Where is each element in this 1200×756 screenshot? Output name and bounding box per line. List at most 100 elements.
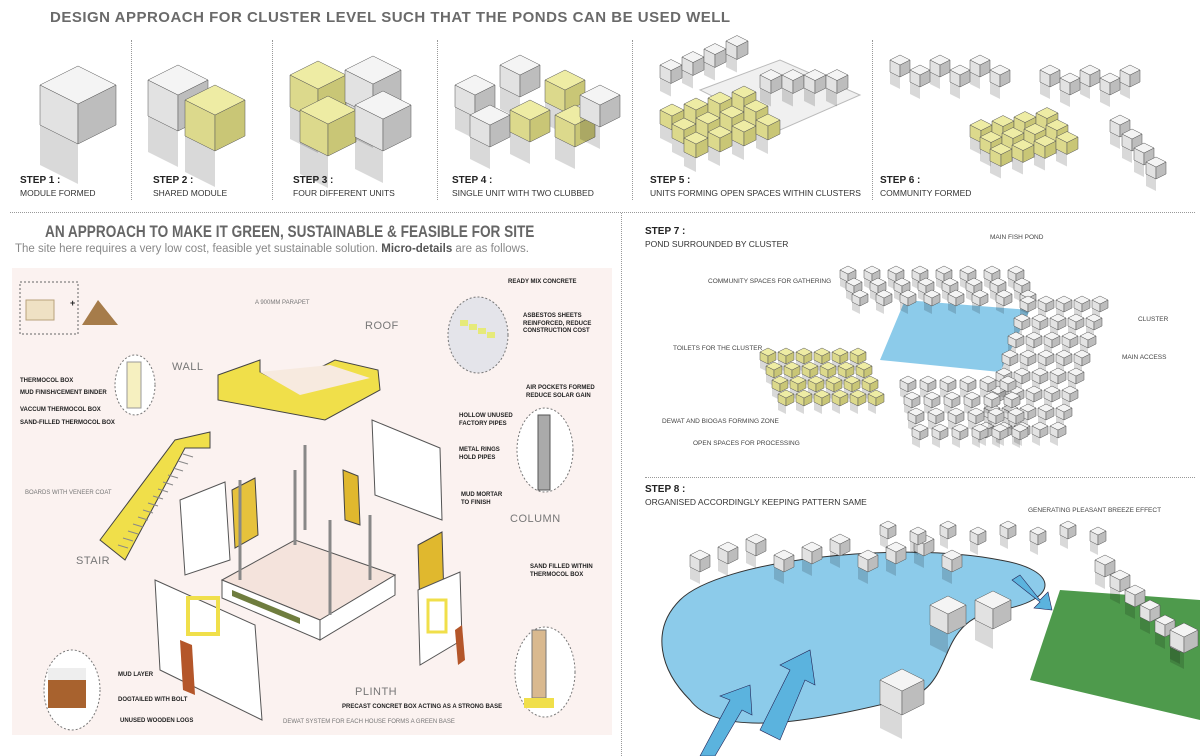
house [773,549,795,584]
house [1169,622,1199,669]
roof-face [1079,64,1101,76]
house [1139,599,1161,634]
stair-step [122,537,134,542]
house-module [1033,135,1057,171]
roof-face [999,520,1017,530]
step-2: STEP 2 :SHARED MODULE [153,175,227,198]
shadow [690,567,700,584]
house-module [354,90,412,183]
roof-face [963,391,981,401]
roof-face [509,99,551,121]
roof-face [999,375,1017,385]
house [879,520,897,549]
shadow [660,124,672,144]
roof-face [1049,313,1067,323]
sand-pile-icon [82,300,118,325]
roof-face [969,54,991,66]
house [885,541,907,576]
base-slab [524,698,554,708]
toilet-cluster [867,389,885,414]
step-description: COMMUNITY FORMED [880,188,972,198]
roof-face [1055,349,1073,359]
roof-face [1073,295,1091,305]
roof-face [1037,403,1055,413]
roof-face [1019,295,1037,305]
roof-face [544,69,586,91]
roof-face [869,277,887,287]
shadow [910,541,918,555]
roof-face [1001,349,1019,359]
roof-face [1037,349,1055,359]
roof-face [1031,313,1049,323]
cluster-house [963,391,981,416]
label-precast: PRECAST CONCRET BOX ACTING AS A STRONG B… [342,704,503,710]
roof-detail-circle [447,296,509,374]
step-6: STEP 6 :COMMUNITY FORMED [880,175,971,198]
roof-face [965,277,983,287]
cluster-house [1003,391,1021,416]
roof-face [1067,367,1085,377]
toilet-cluster [795,347,813,372]
roof-face [1145,156,1167,168]
roof-face [1154,614,1176,626]
roof-face [807,375,825,385]
house-module [725,35,749,73]
toilet-cluster [831,389,849,414]
divider [437,40,438,200]
cluster-house [863,265,881,290]
house [999,520,1017,549]
shadow [1110,587,1120,604]
shadow [858,567,868,584]
cluster-house [951,423,969,448]
breeze-arrow-icon [699,684,753,756]
cluster-house [917,277,935,302]
roof-face [923,391,941,401]
roof-face [801,541,823,553]
divider [645,477,1195,478]
roof-face [579,84,621,106]
house-module [681,51,705,89]
label-breeze: GENERATING PLEASANT BREEZE EFFECT [1028,507,1162,514]
shadow [970,541,978,555]
roof-face [967,407,985,417]
roof-face [1089,526,1107,536]
house-module [759,69,783,107]
window-frame [186,596,220,636]
house-module [659,59,683,97]
roof-face [1025,331,1043,341]
stair-label: STAIR [76,555,111,567]
air-pocket [487,332,495,338]
shadow [914,551,924,568]
step-description: SHARED MODULE [153,188,228,198]
roof-face [745,533,767,545]
roof-face [1037,295,1055,305]
roof-face [1124,584,1146,596]
roof-face [907,407,925,417]
house [1154,614,1176,649]
roof-face [979,375,997,385]
shadow [1030,541,1038,555]
cluster-house [1061,331,1079,356]
step-7: STEP 7 :POND SURROUNDED BY CLUSTER [645,226,788,249]
roof-face [1013,313,1031,323]
stair-step [162,481,174,486]
roof-face [731,85,757,99]
roof-face [499,54,541,76]
cluster-house [971,289,989,314]
dewat-strip [232,590,300,624]
divider [10,212,1195,213]
house-module [989,143,1013,179]
roof-face [849,347,867,357]
shadow [470,137,490,169]
roof-face [795,389,813,399]
roof-face [1091,295,1109,305]
roof-face [1109,569,1131,581]
shadow [910,82,920,99]
house [1059,520,1077,549]
wall-panel [371,419,443,521]
air-pocket [469,324,477,330]
wood-shutter [180,640,195,695]
divider [621,213,622,756]
house-module [509,99,551,164]
label-dewat-biogas: DEWAT AND BIOGAS FORMING ZONE [662,418,779,425]
